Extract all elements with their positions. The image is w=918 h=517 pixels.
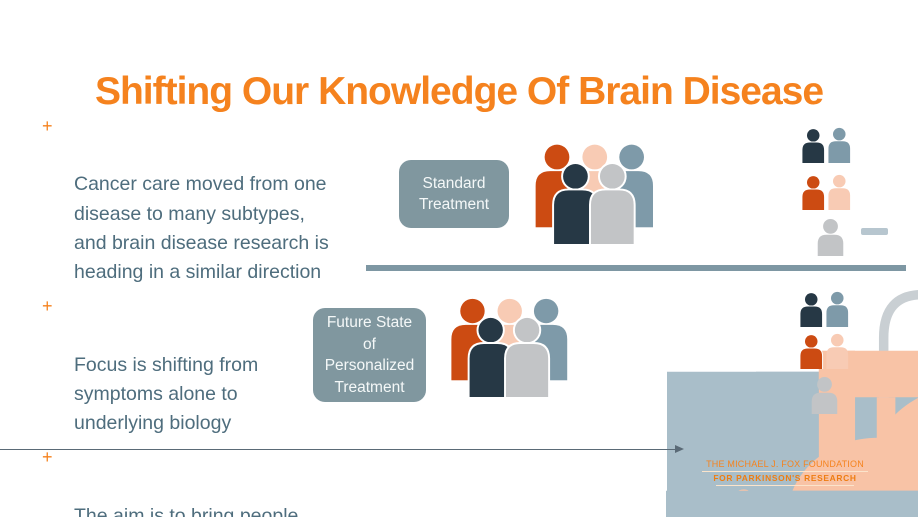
timeline-arrow (0, 445, 684, 453)
standard-treatment-label: Standard Treatment (399, 160, 509, 228)
plus-bullet-icon: + (42, 296, 53, 317)
patient-pair-icon (801, 127, 851, 163)
bullet-text: Cancer care moved from one disease to ma… (74, 173, 329, 284)
logo-divider (702, 470, 868, 472)
future-treatment-label: Future State of Personalized Treatment (313, 308, 426, 402)
bullet-list: + Cancer care moved from one disease to … (40, 112, 360, 517)
divider-bar (366, 265, 906, 271)
patient-single-icon (817, 219, 844, 256)
bullet-item: + Cancer care moved from one disease to … (40, 112, 360, 287)
patient-single-icon (811, 377, 838, 414)
plus-bullet-icon: + (42, 116, 53, 136)
patient-pair-icon (799, 333, 849, 369)
fox-icon (742, 426, 918, 517)
neutral-dash-icon (861, 228, 888, 235)
page-title: Shifting Our Knowledge Of Brain Disease (94, 70, 824, 114)
bullet-text: Focus is shifting from symptoms alone to… (74, 353, 259, 435)
logo-line2: FOR PARKINSON'S RESEARCH (713, 473, 857, 483)
bullet-text: The aim is to bring people living with d… (74, 504, 299, 517)
patient-group-icon (535, 144, 654, 244)
logo-line1: THE MICHAEL J. FOX FOUNDATION (706, 459, 864, 469)
logo-divider (716, 485, 854, 486)
plus-bullet-icon: + (42, 447, 53, 468)
patient-pair-icon (799, 291, 849, 327)
bullet-item: + The aim is to bring people living with… (40, 443, 360, 517)
patient-pair-icon (801, 174, 851, 210)
bullet-item: + Focus is shifting from symptoms alone … (40, 292, 360, 438)
